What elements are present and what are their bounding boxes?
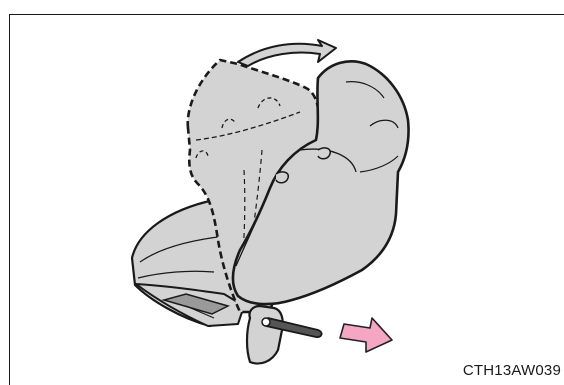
pull-direction-arrow-icon — [340, 318, 392, 352]
seat-release-lever — [247, 306, 322, 364]
figure-code-label: CTH13AW039 — [463, 362, 561, 379]
rotation-arrow-icon — [238, 40, 336, 66]
